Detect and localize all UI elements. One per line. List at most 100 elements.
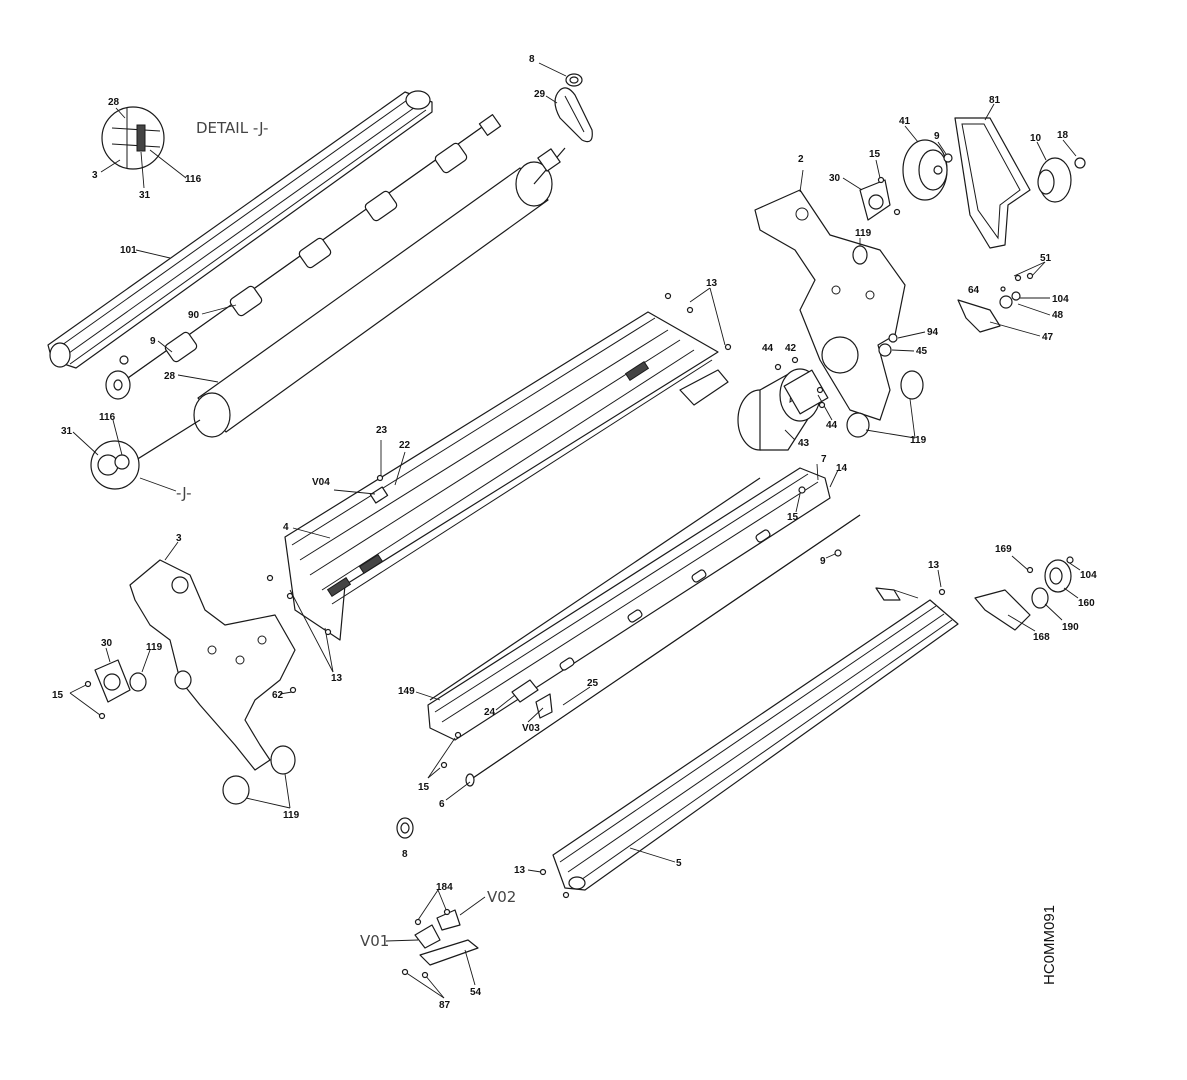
side-plate-3 xyxy=(129,559,296,771)
callout-160: 160 xyxy=(1078,598,1095,609)
extrusion-4 xyxy=(284,311,729,641)
shaft-90 xyxy=(105,114,502,400)
belt-29 xyxy=(554,87,593,143)
callout-54: 54 xyxy=(470,987,482,998)
callout-14: 14 xyxy=(836,463,848,474)
detail-j-view xyxy=(101,106,165,170)
callout-48: 48 xyxy=(1052,310,1064,321)
callout-9: 9 xyxy=(934,131,940,142)
label-v01: V01 xyxy=(360,932,389,950)
drawing-id: HC0MM091 xyxy=(1041,905,1058,985)
callout-30: 30 xyxy=(101,638,113,649)
callout-13: 13 xyxy=(514,865,526,876)
callout-13: 13 xyxy=(706,278,718,289)
callout-13: 13 xyxy=(331,673,343,684)
callout-90: 90 xyxy=(188,310,200,321)
detail-j-ref: -J- xyxy=(176,484,192,502)
callout-v03: V03 xyxy=(522,723,540,734)
callout-29: 29 xyxy=(534,89,546,100)
callout-149: 149 xyxy=(398,686,415,697)
gear-8-bottom xyxy=(396,817,414,839)
roller-28 xyxy=(119,147,566,471)
pulley-10 xyxy=(1037,157,1072,203)
callout-8: 8 xyxy=(529,54,535,65)
callout-2: 2 xyxy=(798,154,804,165)
detail-j-title: DETAIL -J- xyxy=(196,119,268,137)
callout-190: 190 xyxy=(1062,622,1079,633)
callout-15: 15 xyxy=(418,782,430,793)
label-v02: V02 xyxy=(487,888,516,906)
callout-4: 4 xyxy=(283,522,289,533)
callout-28: 28 xyxy=(164,371,176,382)
callout-87: 87 xyxy=(439,1000,451,1011)
plate-30-right xyxy=(859,179,891,221)
callout-45: 45 xyxy=(916,346,928,357)
callout-168: 168 xyxy=(1033,632,1050,643)
callout-119: 119 xyxy=(146,642,163,653)
sensor-bracket-24 xyxy=(511,679,553,719)
callout-169: 169 xyxy=(995,544,1012,555)
callout-30: 30 xyxy=(829,173,841,184)
callout-3: 3 xyxy=(176,533,182,544)
callout-119: 119 xyxy=(855,228,872,239)
channel-149 xyxy=(427,467,831,741)
extrusion-5 xyxy=(552,599,959,891)
callout-44: 44 xyxy=(826,420,838,431)
callout-184: 184 xyxy=(436,882,453,893)
callout-47: 47 xyxy=(1042,332,1054,343)
bracket-47 xyxy=(957,291,1021,333)
callout-62: 62 xyxy=(272,690,284,701)
callout-15: 15 xyxy=(869,149,881,160)
callout-94: 94 xyxy=(927,327,939,338)
gear-8-top xyxy=(565,73,583,87)
callout-18: 18 xyxy=(1057,130,1069,141)
callout-42: 42 xyxy=(785,343,797,354)
callout-v04: V04 xyxy=(312,477,330,488)
side-plate-2 xyxy=(754,189,906,421)
bearing-119-left xyxy=(174,670,296,805)
callout-15: 15 xyxy=(787,512,799,523)
belt-81 xyxy=(954,117,1031,249)
callout-6: 6 xyxy=(439,799,445,810)
sensor-bracket-54 xyxy=(414,909,479,966)
callout-104: 104 xyxy=(1080,570,1097,581)
callout-104: 104 xyxy=(1052,294,1069,305)
callout-81: 81 xyxy=(989,95,1001,106)
pulley-41 xyxy=(902,139,948,201)
callout-9: 9 xyxy=(150,336,156,347)
callout-119: 119 xyxy=(910,435,927,446)
callout-28: 28 xyxy=(108,97,120,108)
bearing-119-right xyxy=(846,370,924,438)
motor-43 xyxy=(737,368,829,451)
bearing-31 xyxy=(90,440,140,490)
callout-64: 64 xyxy=(968,285,980,296)
callout-41: 41 xyxy=(899,116,911,127)
callout-51: 51 xyxy=(1040,253,1052,264)
callout-116: 116 xyxy=(185,174,202,185)
callout-43: 43 xyxy=(798,438,810,449)
callout-8: 8 xyxy=(402,849,408,860)
callout-13: 13 xyxy=(928,560,940,571)
callout-25: 25 xyxy=(587,678,599,689)
callout-labels: 8 29 28 3 31 116 101 90 9 28 116 31 81 4… xyxy=(52,54,1097,1011)
callout-31: 31 xyxy=(139,190,151,201)
callout-24: 24 xyxy=(484,707,496,718)
screw-marks xyxy=(84,176,1074,979)
callout-9: 9 xyxy=(820,556,826,567)
callout-101: 101 xyxy=(120,245,137,256)
callout-23: 23 xyxy=(376,425,388,436)
callout-7: 7 xyxy=(821,454,827,465)
callout-44: 44 xyxy=(762,343,774,354)
callout-3: 3 xyxy=(92,170,98,181)
callout-116: 116 xyxy=(99,412,116,423)
callout-15: 15 xyxy=(52,690,64,701)
callout-10: 10 xyxy=(1030,133,1042,144)
callout-5: 5 xyxy=(676,858,682,869)
idler-assembly-168 xyxy=(974,559,1072,631)
callout-31: 31 xyxy=(61,426,73,437)
callout-22: 22 xyxy=(399,440,411,451)
roller-101 xyxy=(47,90,433,369)
callout-119: 119 xyxy=(283,810,300,821)
plate-30-left xyxy=(94,659,131,703)
